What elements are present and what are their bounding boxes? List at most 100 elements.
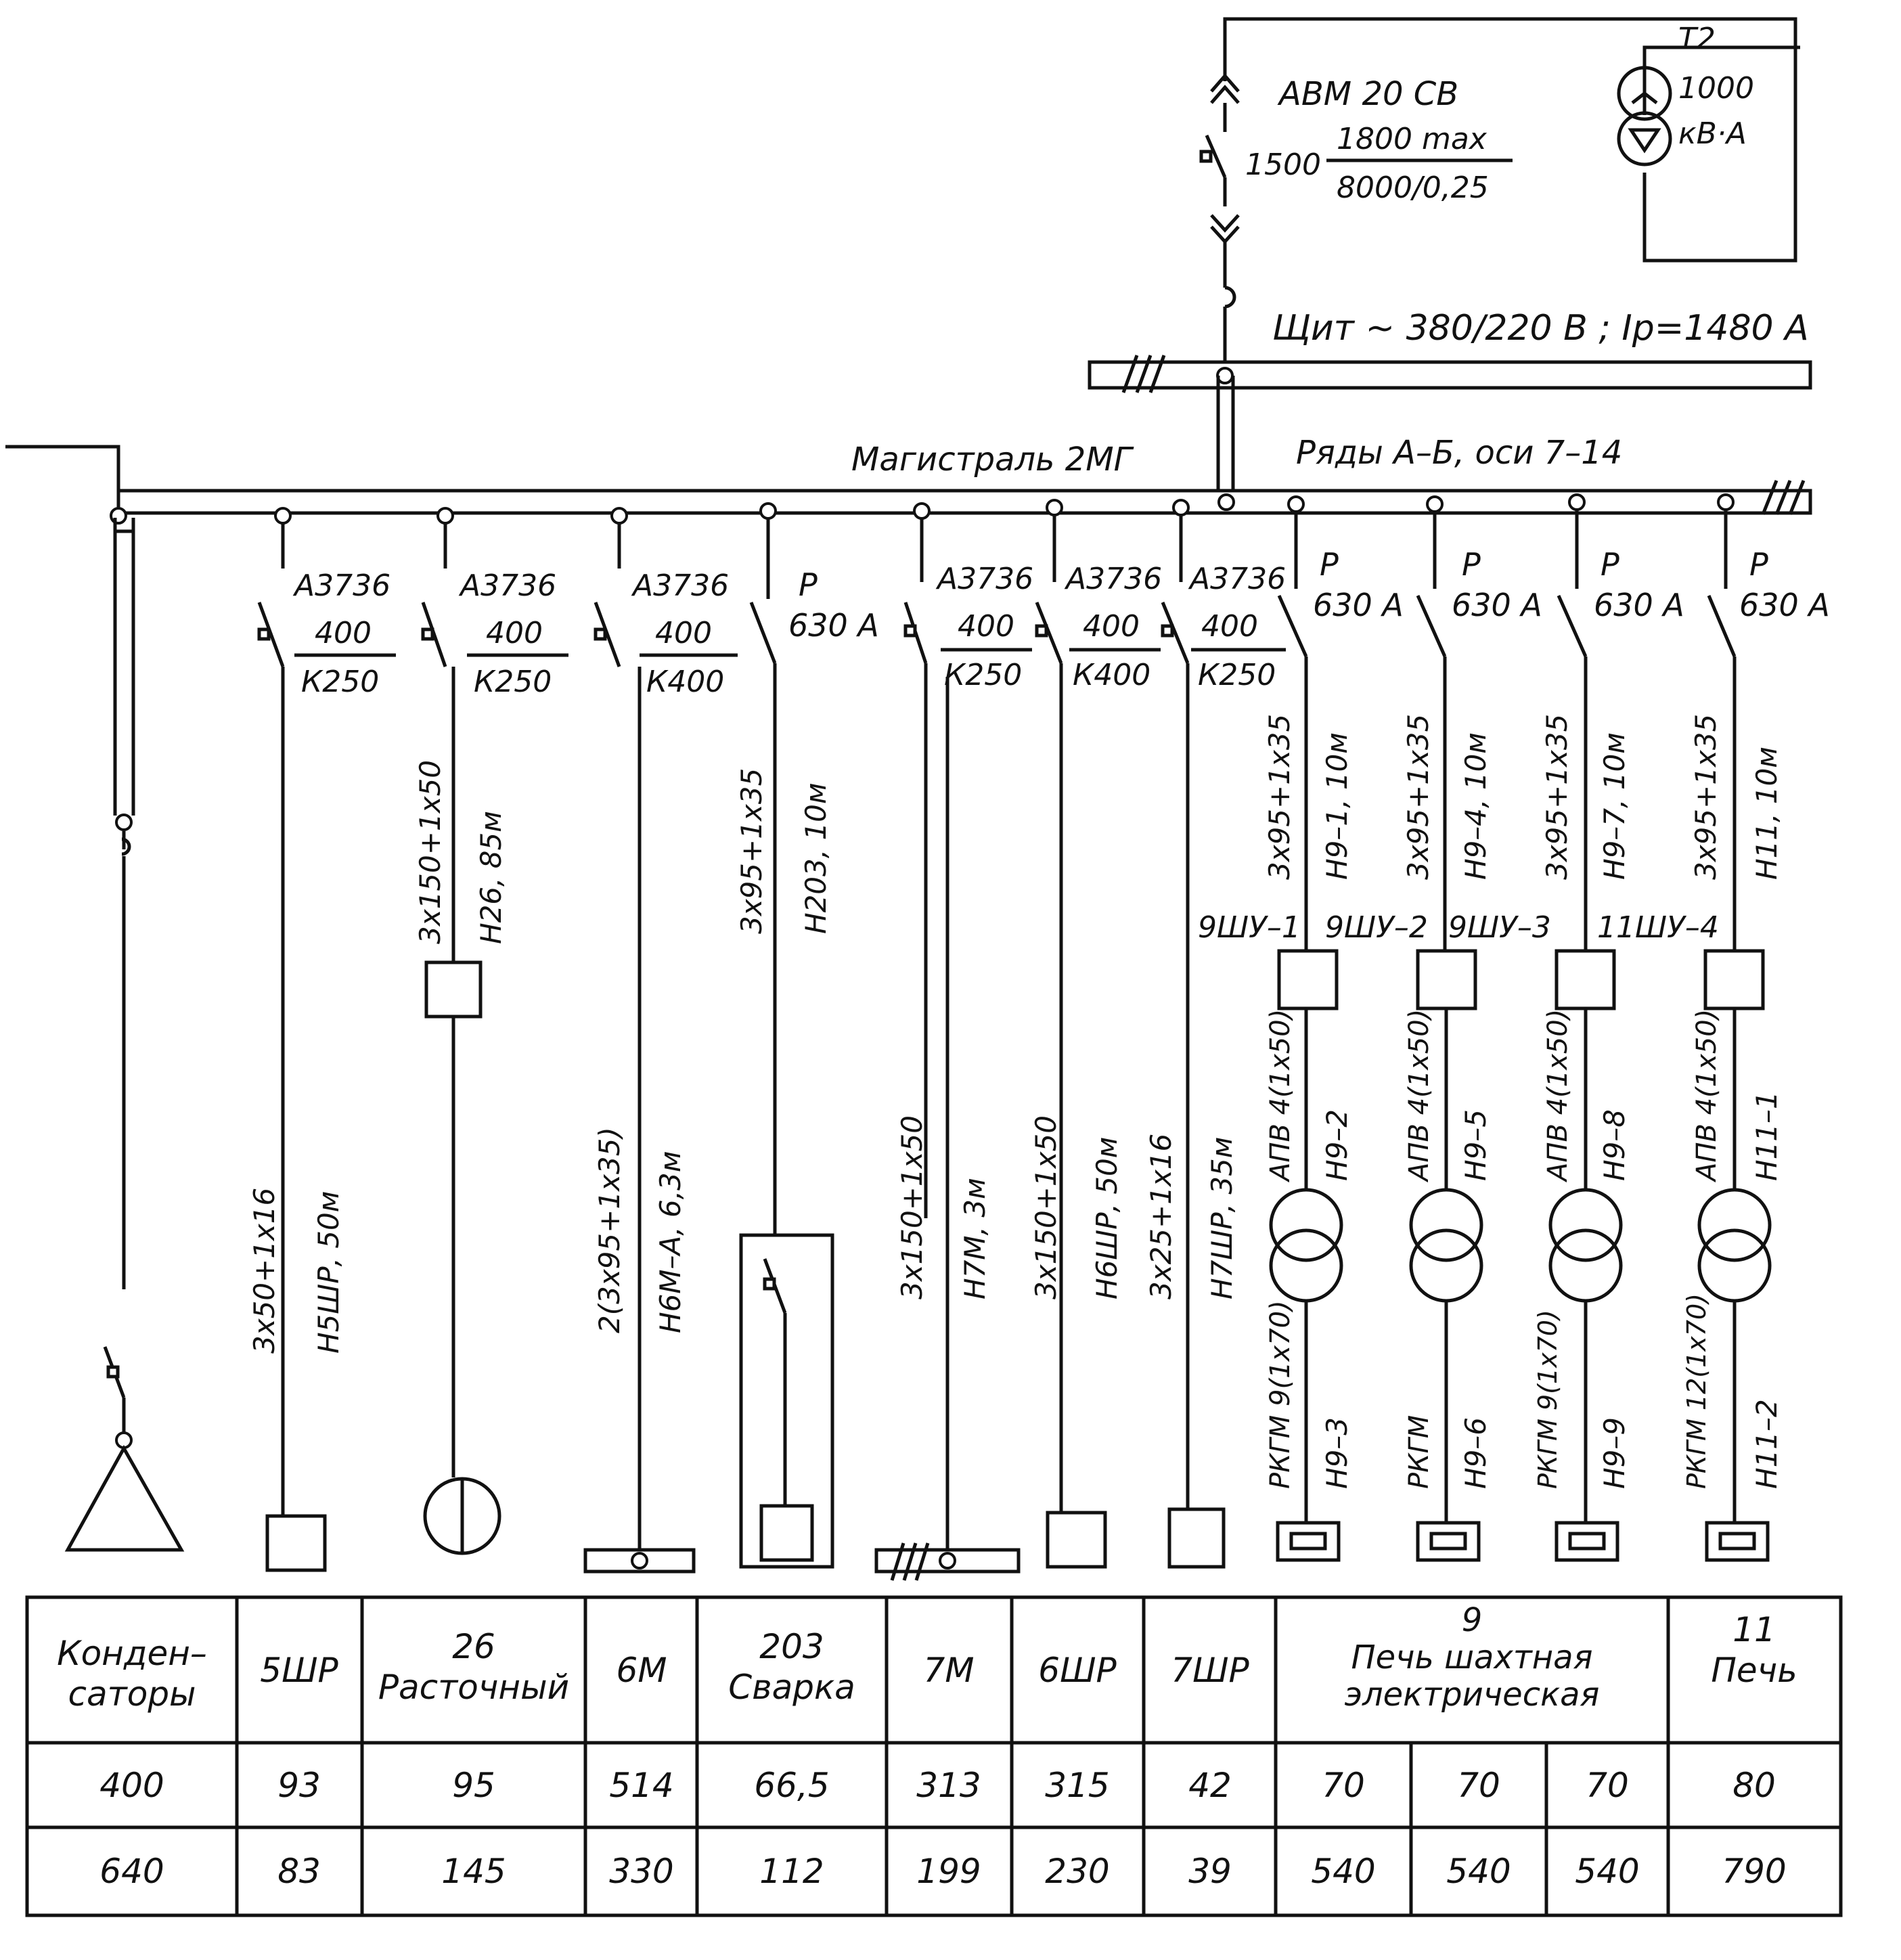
feeder-9shu-1-line3: Н9–3 xyxy=(1320,1417,1354,1489)
feeder-5shr-breaker: А3736 xyxy=(292,569,390,603)
table-cell: 514 xyxy=(609,1766,673,1805)
feeder-6shr: А3736 400 К400 3х150+1х50 Н6ШР, 50м xyxy=(1029,499,1162,1569)
junction-box-26 xyxy=(424,960,483,1019)
control-unit-11shu-4 xyxy=(1703,949,1765,1010)
table-cell: 315 xyxy=(1045,1766,1109,1805)
feeder-26: А3736 400 К250 3х150+1х50 Н26, 85м xyxy=(413,507,568,1555)
feeder-7shr-cable: 3х25+1х16 xyxy=(1144,1134,1178,1299)
feeder-7m: А3736 400 К250 3х150+1х50 Н7М, 3м xyxy=(874,502,1033,1581)
feeder-7shr-line: Н7ШР, 35м xyxy=(1205,1137,1238,1299)
welder-box xyxy=(759,1504,814,1562)
feeder-203-line: Н203, 10м xyxy=(799,782,832,934)
table-cell: 640 xyxy=(99,1852,164,1891)
feeder-6shr-trip: К400 xyxy=(1073,658,1150,692)
feeder-11shu-4-cable: 3х95+1х35 xyxy=(1689,714,1722,880)
feeder-7shr-rating: 400 xyxy=(1201,609,1258,644)
feeder-7m-breaker: А3736 xyxy=(935,562,1033,596)
feeder-9shu-3-line: Н9–7, 10м xyxy=(1598,732,1631,880)
table-cell: 199 xyxy=(916,1852,981,1891)
distribution-cabinet-6shr xyxy=(1046,1511,1107,1569)
table-header-11-num: 11 xyxy=(1732,1610,1776,1649)
control-unit-9shu-2 xyxy=(1416,949,1477,1010)
feeder-5shr-cable: 3х50+1х16 xyxy=(248,1188,281,1354)
distribution-cabinet-7shr xyxy=(1167,1507,1226,1569)
table-cell: 70 xyxy=(1586,1766,1629,1805)
feeder-9shu-3-rating: 630 А xyxy=(1594,587,1684,623)
control-unit-9shu-3 xyxy=(1555,949,1616,1010)
table-cell: 70 xyxy=(1457,1766,1500,1805)
feeder-26-cable: 3х150+1х50 xyxy=(413,760,447,944)
feeder-9shu-3-cable: 3х95+1х35 xyxy=(1540,714,1573,880)
table-cell: 790 xyxy=(1722,1852,1786,1891)
feeder-capacitors xyxy=(64,507,185,1552)
feeder-9shu-1-cable: 3х95+1х35 xyxy=(1263,714,1296,880)
capacitor-bank-icon xyxy=(64,1444,185,1552)
feeder-203-cable: 3х95+1х35 xyxy=(735,768,768,934)
feeder-26-rating: 400 xyxy=(486,616,543,650)
table-header-6m: 6М xyxy=(617,1651,667,1690)
main-breaker: АВМ 20 СВ 1500 1800 max 8000/0,25 xyxy=(1199,19,1513,376)
feeder-9shu-3-cable3: РКГМ 9(1х70) xyxy=(1533,1310,1563,1489)
furnace-transformer-9-1-icon xyxy=(1269,1188,1343,1262)
feeder-9shu-1-unit: 9ШУ–1 xyxy=(1198,910,1301,945)
feeder-9shu-3-line2: Н9–8 xyxy=(1598,1109,1631,1181)
feeder-6shr-cable: 3х150+1х50 xyxy=(1029,1115,1063,1299)
feeder-11shu-4-line3: Н11–2 xyxy=(1750,1399,1783,1489)
feeder-9shu-2-line2: Н9–5 xyxy=(1459,1109,1492,1181)
table-header-11-name: Печь xyxy=(1711,1651,1797,1690)
panel-label: Щит ~ 380/220 В ; Iр=1480 А xyxy=(1272,308,1809,349)
main-breaker-denominator: 8000/0,25 xyxy=(1337,171,1489,205)
feeder-203: Р 630 А 3х95+1х35 Н203, 10м xyxy=(735,502,879,1569)
table-cell: 66,5 xyxy=(754,1766,829,1805)
feeder-6shr-rating: 400 xyxy=(1083,609,1140,644)
feeder-11shu-4-cable2: АПВ 4(1х50) xyxy=(1691,1009,1722,1183)
table-cell: 95 xyxy=(452,1766,495,1805)
table-header-203-num: 203 xyxy=(759,1627,824,1666)
feeder-26-trip: К250 xyxy=(474,665,552,699)
table-cell: 313 xyxy=(916,1766,981,1805)
feeder-7shr: А3736 400 К250 3х25+1х16 Н7ШР, 35м xyxy=(1144,499,1286,1569)
table-cell: 330 xyxy=(609,1852,673,1891)
feeder-9shu-3-unit: 9ШУ–3 xyxy=(1448,910,1551,945)
feeder-9shu-3-line3: Н9–9 xyxy=(1598,1417,1631,1489)
table-header-203-name: Сварка xyxy=(728,1668,855,1707)
feeder-7m-rating: 400 xyxy=(958,609,1014,644)
transformer-winding-delta xyxy=(1617,111,1672,166)
feeder-9shu-1-cable3: РКГМ 9(1х70) xyxy=(1265,1300,1296,1489)
feeder-11shu-4-line: Н11, 10м xyxy=(1750,747,1783,880)
feeder-6m-breaker: А3736 xyxy=(631,569,729,603)
furnace-transformer-9-3-icon xyxy=(1548,1188,1623,1262)
table-header-26-name: Расточный xyxy=(378,1668,569,1707)
panel: Щит ~ 380/220 В ; Iр=1480 А xyxy=(1088,308,1812,501)
table-header-9-line1: Печь шахтная xyxy=(1351,1639,1593,1676)
feeder-9shu-1-rating: 630 А xyxy=(1313,587,1404,623)
feeder-9shu-3-cable2: АПВ 4(1х50) xyxy=(1542,1009,1573,1183)
mainline-location: Ряды А–Б, оси 7–14 xyxy=(1296,434,1622,472)
feeder-9shu-1: Р 630 А 3х95+1х35 Н9–1, 10м 9ШУ–1 АПВ 4(… xyxy=(1198,495,1404,1562)
transformer-name: Т2 xyxy=(1678,22,1716,56)
transformer-unit: кВ·А xyxy=(1678,116,1747,151)
feeder-26-breaker: А3736 xyxy=(458,569,556,603)
table-cell: 230 xyxy=(1045,1852,1109,1891)
feeder-6m-line: Н6М–А, 6,3м xyxy=(654,1151,687,1333)
feeder-6m-cable: 2(3х95+1х35) xyxy=(593,1127,626,1333)
feeder-11shu-4-line2: Н11–1 xyxy=(1750,1091,1783,1181)
table-cell: 112 xyxy=(759,1852,824,1891)
table-cell: 39 xyxy=(1188,1852,1232,1891)
main-breaker-numerator: 1800 max xyxy=(1337,122,1488,156)
mainline: Магистраль 2МГ Ряды А–Б, оси 7–14 xyxy=(5,434,1812,515)
load-table: Конден– саторы 5ШР 26 Расточный 6М 203 С… xyxy=(25,1595,1843,1917)
table-cell: 145 xyxy=(441,1852,506,1891)
feeder-11shu-4-cable3: РКГМ 12(1х70) xyxy=(1682,1293,1712,1489)
feeder-6m-rating: 400 xyxy=(655,616,712,650)
feeder-9shu-3: Р 630 А 3х95+1х35 Н9–7, 10м 9ШУ–3 АПВ 4(… xyxy=(1448,493,1684,1562)
table-header-9-line2: электрическая xyxy=(1345,1676,1600,1714)
feeder-7m-trip: К250 xyxy=(944,658,1022,692)
feeder-6m-trip: К400 xyxy=(646,665,724,699)
mainline-label: Магистраль 2МГ xyxy=(851,441,1134,478)
feeder-26-line: Н26, 85м xyxy=(474,811,508,944)
table-header-capacitors-2: саторы xyxy=(68,1674,196,1714)
furnace-element-9-1 xyxy=(1276,1521,1341,1562)
feeder-7m-line: Н7М, 3м xyxy=(958,1178,991,1299)
